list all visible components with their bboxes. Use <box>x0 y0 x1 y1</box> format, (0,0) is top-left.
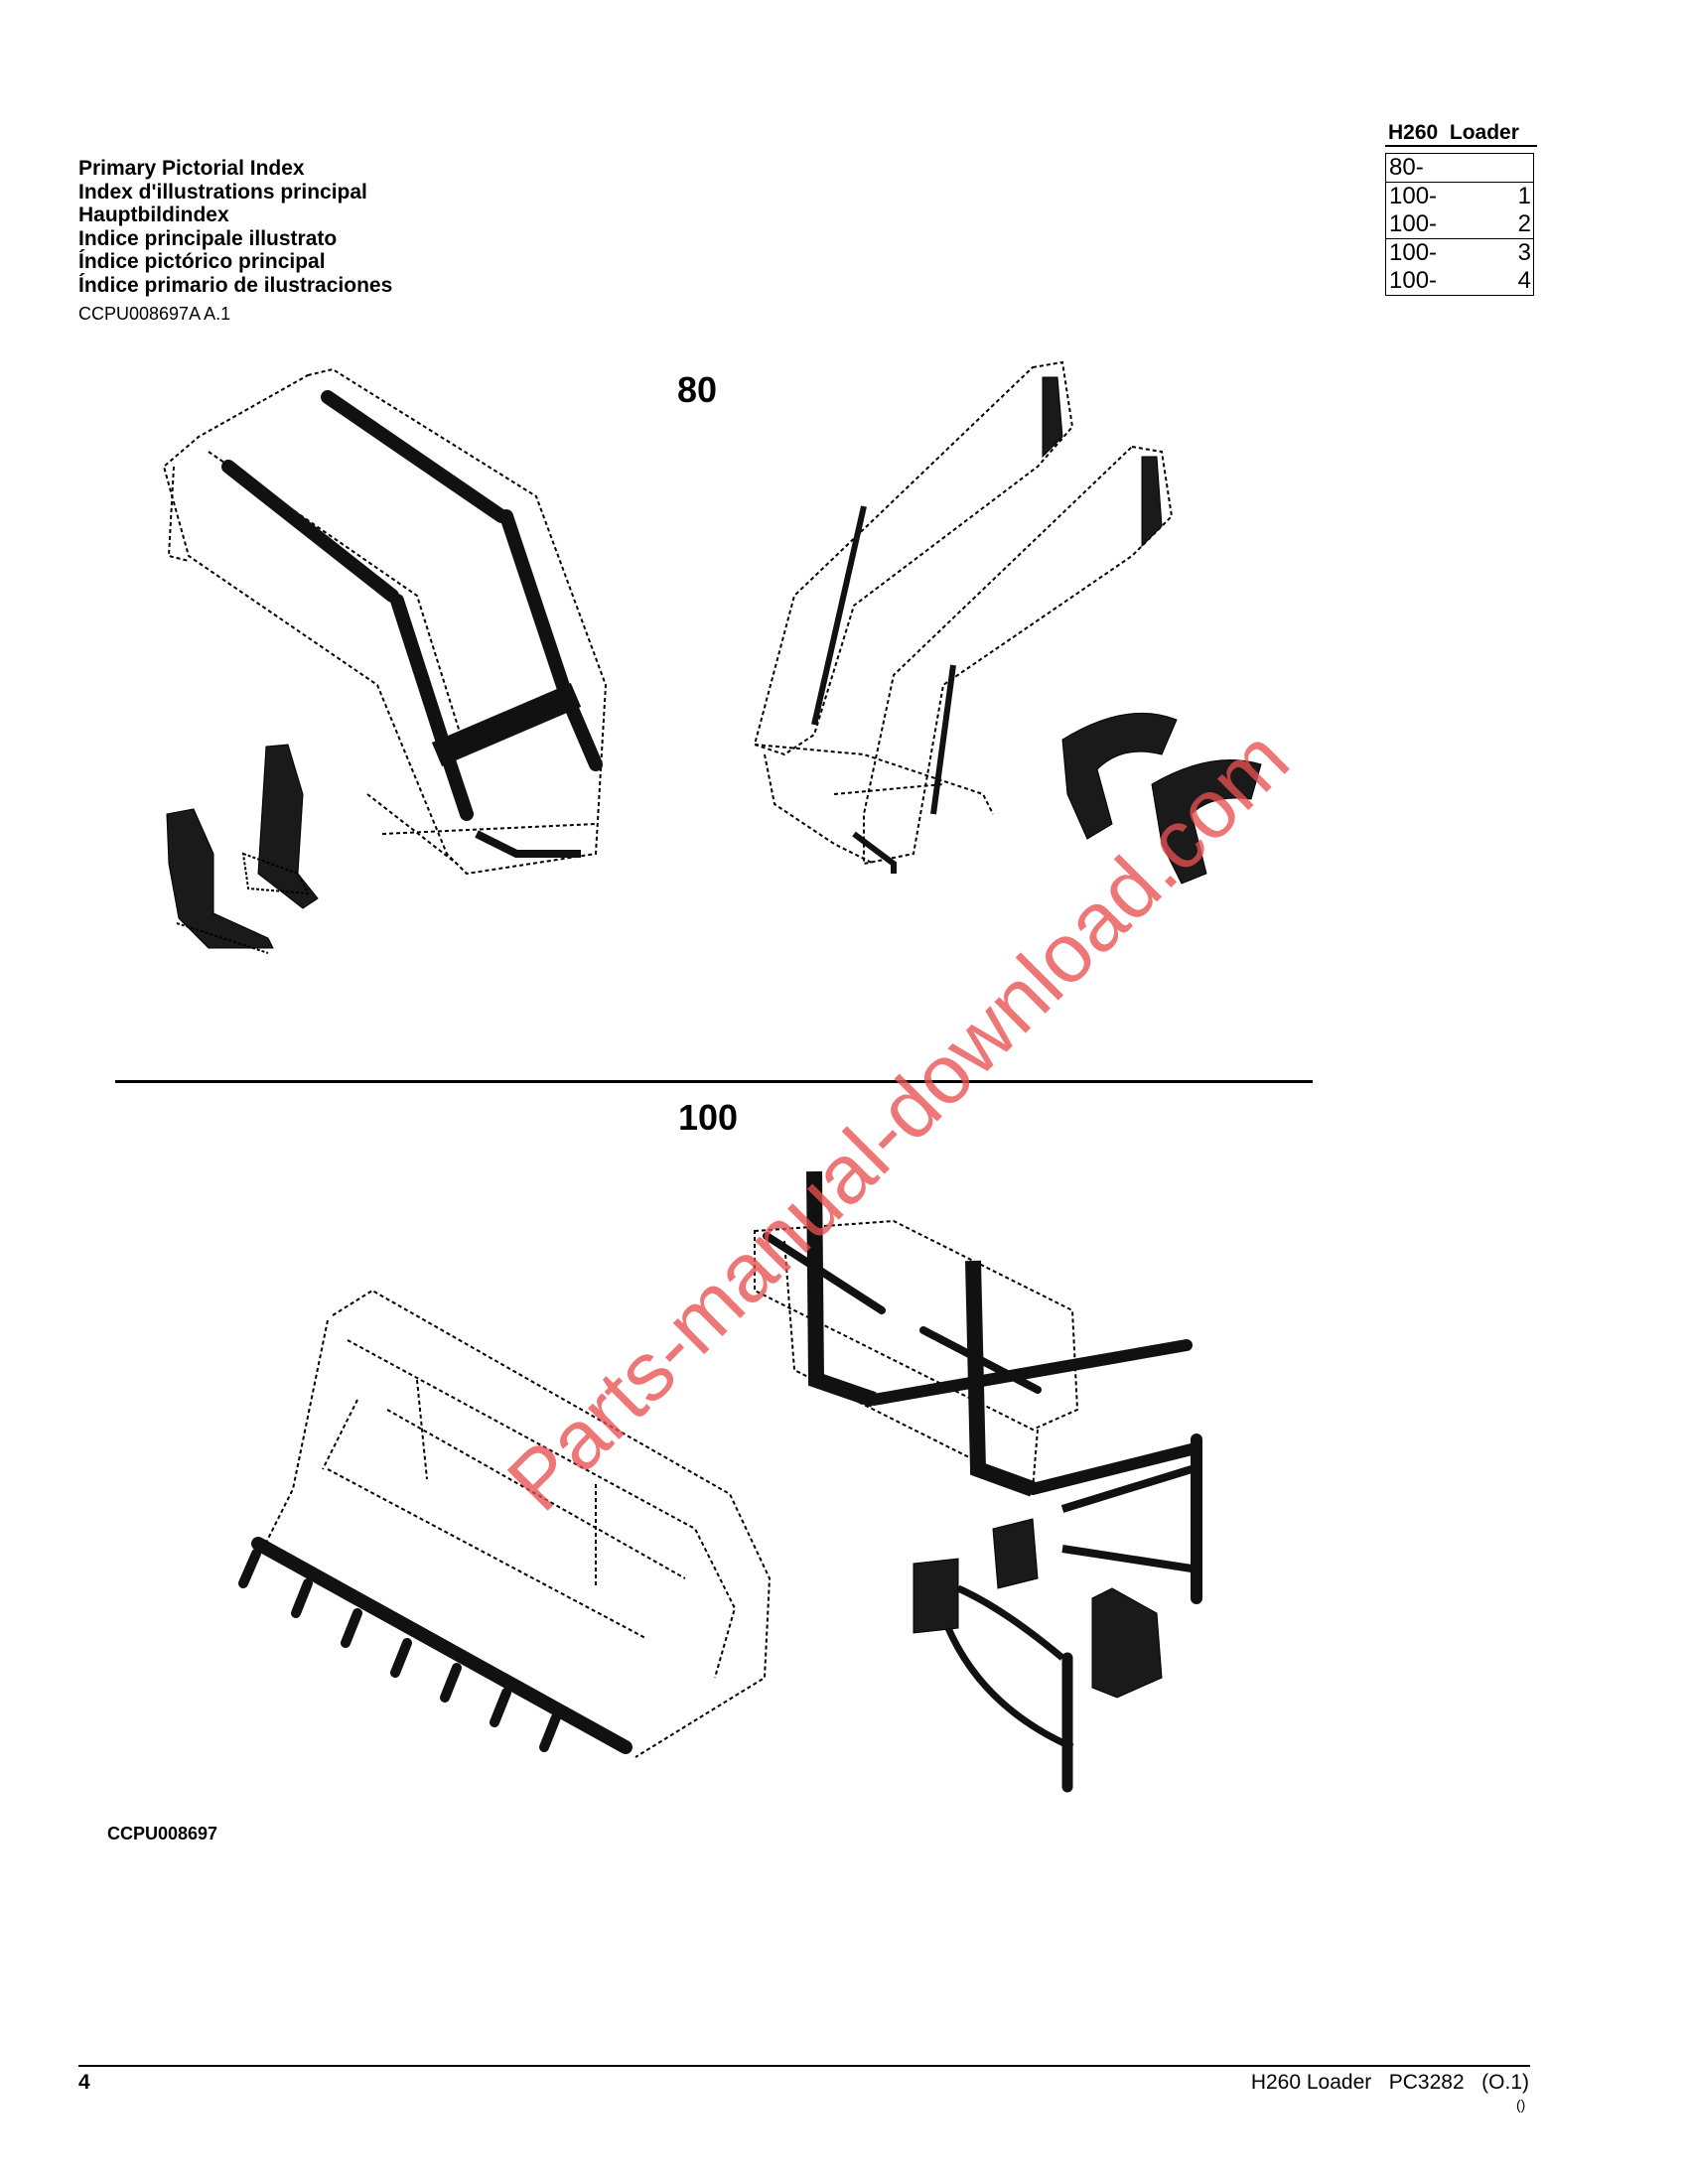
bucket-illustration <box>238 1289 772 1758</box>
document-header-title: H260 Loader <box>1388 121 1519 144</box>
index-row[interactable]: 100- 2 <box>1386 210 1533 238</box>
index-number: 4 <box>1517 267 1531 294</box>
title-pt: Índice pictórico principal <box>78 250 326 273</box>
title-es: Índice primario de ilustraciones <box>78 273 393 297</box>
footer-document-id: H260 Loader PC3282 (O.1) <box>1250 2071 1529 2094</box>
index-group: 100- 3 100- 4 <box>1385 239 1534 296</box>
index-section: 100- <box>1389 267 1438 294</box>
title-en: Primary Pictorial Index <box>78 157 305 180</box>
title-de: Hauptbildindex <box>78 204 229 226</box>
index-row[interactable]: 100- 1 <box>1386 183 1533 210</box>
figure-reference: CCPU008697 <box>107 1824 218 1843</box>
index-section: 100- <box>1389 183 1438 209</box>
footer-note: () <box>1516 2097 1526 2113</box>
title-fr: Index d'illustrations principal <box>78 180 367 204</box>
index-row[interactable]: 80- <box>1386 154 1533 182</box>
loader-frame-left-illustration <box>162 367 608 876</box>
bale-spear-illustration <box>913 1433 1202 1793</box>
title-it: Indice principale illustrato <box>78 226 338 250</box>
section-80-label[interactable]: 80 <box>677 369 718 410</box>
index-group: 100- 1 100- 2 <box>1385 183 1534 239</box>
index-row[interactable]: 100- 4 <box>1386 267 1533 295</box>
index-group: 80- <box>1385 153 1534 183</box>
reference-code: CCPU008697A A.1 <box>78 304 231 324</box>
wear-pad-illustration <box>1061 712 1262 885</box>
section-divider <box>115 1080 1313 1083</box>
section-100-label[interactable]: 100 <box>678 1097 739 1138</box>
index-number: 3 <box>1517 239 1531 266</box>
index-titles: Primary Pictorial Index Index d'illustra… <box>78 157 392 297</box>
header-rule <box>1385 145 1537 147</box>
page-number: 4 <box>78 2071 90 2094</box>
loader-frame-right-illustration <box>753 360 1174 874</box>
index-section: 100- <box>1389 239 1438 266</box>
section-index-table: 80- 100- 1 100- 2 100- 3 100- 4 <box>1385 153 1534 296</box>
index-number: 2 <box>1517 210 1531 237</box>
index-section: 100- <box>1389 210 1438 237</box>
index-section: 80- <box>1389 154 1424 181</box>
pallet-fork-illustration <box>754 1170 1197 1497</box>
index-number: 1 <box>1517 183 1531 209</box>
footer-rule <box>78 2065 1530 2067</box>
mounting-bracket-illustration <box>166 744 319 954</box>
index-row[interactable]: 100- 3 <box>1386 239 1533 267</box>
